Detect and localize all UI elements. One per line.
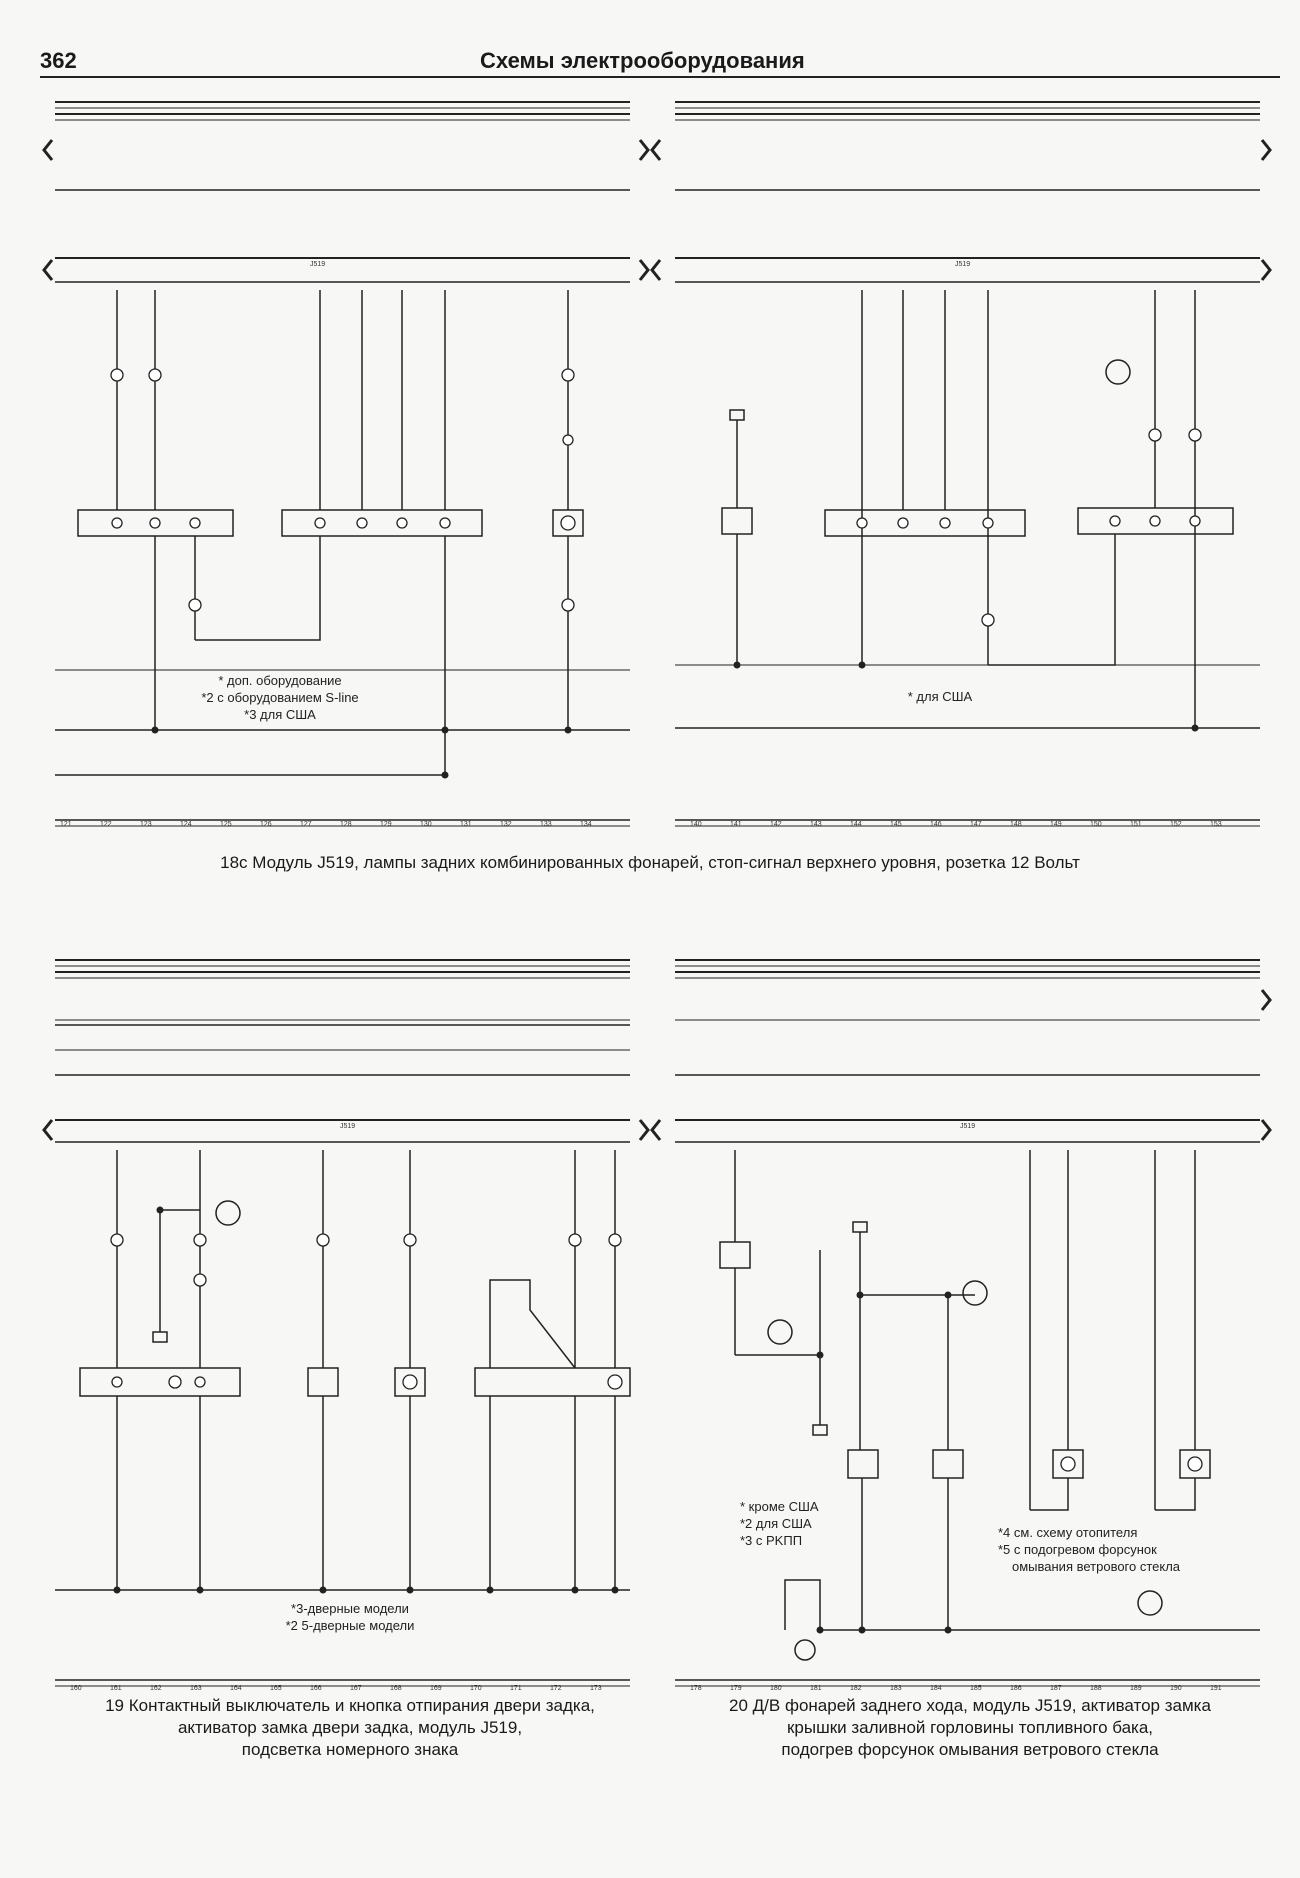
svg-text:124: 124: [180, 821, 192, 828]
svg-text:J519: J519: [310, 261, 325, 268]
svg-text:181: 181: [810, 1685, 822, 1692]
svg-text:126: 126: [260, 821, 272, 828]
caption-line: крышки заливной горловины топливного бак…: [786, 1718, 1154, 1737]
svg-text:144: 144: [850, 821, 862, 828]
svg-text:190: 190: [1170, 1685, 1182, 1692]
svg-text:163: 163: [190, 1685, 202, 1692]
diagram-18c-notes-right: * для США: [880, 688, 1000, 705]
svg-text:J519: J519: [960, 1123, 975, 1130]
caption-line: подсветка номерного знака: [241, 1740, 459, 1759]
diagram-19-caption: 19 Контактный выключатель и кнопка отпир…: [40, 1695, 660, 1761]
svg-text:184: 184: [930, 1685, 942, 1692]
svg-text:151: 151: [1130, 821, 1142, 828]
svg-text:134: 134: [580, 821, 592, 828]
note-line: *3 с PKПП: [740, 1533, 803, 1548]
svg-text:187: 187: [1050, 1685, 1062, 1692]
svg-text:122: 122: [100, 821, 112, 828]
svg-text:132: 132: [500, 821, 512, 828]
svg-text:129: 129: [380, 821, 392, 828]
svg-text:164: 164: [230, 1685, 242, 1692]
note-line: омывания ветрового стекла: [1012, 1559, 1181, 1574]
diagram-20-caption: 20 Д/В фонарей заднего хода, модуль J519…: [660, 1695, 1280, 1761]
caption-line: 20 Д/В фонарей заднего хода, модуль J519…: [729, 1696, 1211, 1715]
page-header: 362 Схемы электрооборудования: [40, 40, 1280, 80]
svg-text:173: 173: [590, 1685, 602, 1692]
caption-line: 19 Контактный выключатель и кнопка отпир…: [105, 1696, 595, 1715]
note-line: *5 с подогревом форсунок: [998, 1542, 1157, 1557]
note-line: * для США: [907, 689, 973, 704]
svg-text:142: 142: [770, 821, 782, 828]
svg-text:130: 130: [420, 821, 432, 828]
svg-text:166: 166: [310, 1685, 322, 1692]
svg-text:146: 146: [930, 821, 942, 828]
note-line: *2 для США: [740, 1516, 812, 1531]
note-line: *2 с оборудованием S-line: [201, 690, 359, 705]
note-line: *2 5-дверные модели: [285, 1618, 415, 1633]
svg-text:152: 152: [1170, 821, 1182, 828]
svg-text:127: 127: [300, 821, 312, 828]
diagram-18c-schematic: J519 J519 121 122 123 124 125 126 127 128 129 1…: [42, 101, 1272, 828]
note-line: * доп. оборудование: [218, 673, 342, 688]
svg-text:185: 185: [970, 1685, 982, 1692]
svg-text:183: 183: [890, 1685, 902, 1692]
diagram-18c-caption: 18c Модуль J519, лампы задних комбиниров…: [220, 853, 1080, 872]
svg-text:133: 133: [540, 821, 552, 828]
svg-text:170: 170: [470, 1685, 482, 1692]
note-line: * кроме США: [740, 1499, 819, 1514]
note-line: *3-дверные модели: [291, 1601, 409, 1616]
svg-text:186: 186: [1010, 1685, 1022, 1692]
svg-text:121: 121: [60, 821, 72, 828]
svg-text:131: 131: [460, 821, 472, 828]
svg-text:123: 123: [140, 821, 152, 828]
svg-text:141: 141: [730, 821, 742, 828]
svg-text:167: 167: [350, 1685, 362, 1692]
svg-text:182: 182: [850, 1685, 862, 1692]
caption-line: активатор замка двери задка, модуль J519…: [177, 1718, 523, 1737]
svg-text:153: 153: [1210, 821, 1222, 828]
svg-text:149: 149: [1050, 821, 1062, 828]
page-title: Схемы электрооборудования: [480, 48, 805, 73]
diagram-19-20-schematic: J519 J519 160 161 162 163 164 165 166 167 168 1…: [42, 959, 1272, 1692]
diagram-18c-notes-left: * доп. оборудование *2 с оборудованием S…: [180, 672, 380, 723]
svg-text:140: 140: [690, 821, 702, 828]
svg-text:150: 150: [1090, 821, 1102, 828]
svg-text:125: 125: [220, 821, 232, 828]
caption-line: подогрев форсунок омывания ветрового сте…: [781, 1740, 1159, 1759]
svg-text:J519: J519: [340, 1123, 355, 1130]
svg-text:180: 180: [770, 1685, 782, 1692]
svg-text:178: 178: [690, 1685, 702, 1692]
svg-text:169: 169: [430, 1685, 442, 1692]
header-rule: [40, 76, 1280, 78]
svg-text:161: 161: [110, 1685, 122, 1692]
svg-text:172: 172: [550, 1685, 562, 1692]
svg-text:145: 145: [890, 821, 902, 828]
note-line: *4 см. схему отопителя: [998, 1525, 1138, 1540]
diagram-18c: J519 J519 121 122 123 124 125 126 127 128 129 1…: [0, 0, 1300, 900]
svg-text:179: 179: [730, 1685, 742, 1692]
svg-text:148: 148: [1010, 821, 1022, 828]
svg-text:162: 162: [150, 1685, 162, 1692]
svg-text:165: 165: [270, 1685, 282, 1692]
svg-text:191: 191: [1210, 1685, 1222, 1692]
diagram-20-notes-b: *4 см. схему отопителя *5 с подогревом ф…: [998, 1524, 1218, 1575]
svg-text:171: 171: [510, 1685, 522, 1692]
svg-text:188: 188: [1090, 1685, 1102, 1692]
note-line: *3 для США: [244, 707, 316, 722]
diagram-19-20: J519 J519 160 161 162 163 164 165 166 167 168 1…: [0, 900, 1300, 1878]
page-number: 362: [40, 48, 77, 73]
svg-text:168: 168: [390, 1685, 402, 1692]
svg-text:147: 147: [970, 821, 982, 828]
svg-text:128: 128: [340, 821, 352, 828]
svg-text:160: 160: [70, 1685, 82, 1692]
diagram-20-notes-a: * кроме США *2 для США *3 с PKПП: [740, 1498, 860, 1549]
svg-text:143: 143: [810, 821, 822, 828]
svg-text:189: 189: [1130, 1685, 1142, 1692]
svg-text:J519: J519: [955, 261, 970, 268]
diagram-19-notes: *3-дверные модели *2 5-дверные модели: [250, 1600, 450, 1634]
